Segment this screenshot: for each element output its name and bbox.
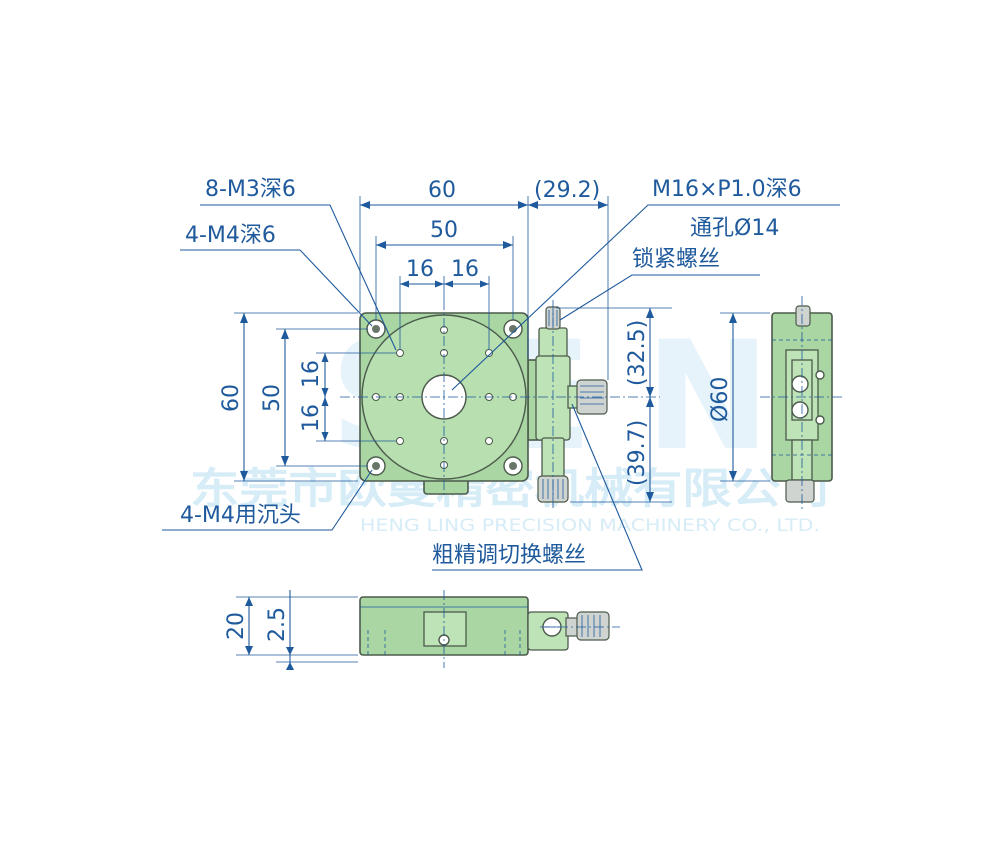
- m3-holes: [372, 326, 517, 469]
- callout-lock-screw: 锁紧螺丝: [632, 247, 720, 272]
- callout-m4: 4-M4深6: [185, 223, 276, 248]
- callout-m16: M16×P1.0深6: [652, 177, 802, 202]
- dim-height-50: 50: [260, 384, 285, 412]
- watermark-company-en: HENG LING PRECISION MACHINERY CO., LTD.: [360, 516, 820, 536]
- callouts: 8-M3深6 4-M4深6 M16×P1.0深6 通孔Ø14 锁紧螺丝 4-M4…: [162, 177, 840, 571]
- dim-right-upper: (32.5): [625, 320, 650, 386]
- dim-hole-v16a: 16: [299, 360, 324, 388]
- top-view: [340, 300, 660, 510]
- dim-width-60: 60: [428, 178, 456, 203]
- callout-counterbore: 4-M4用沉头: [180, 503, 301, 528]
- dim-diameter-60: Ø60: [708, 377, 733, 422]
- corner-holes: [366, 319, 523, 476]
- callout-through-hole: 通孔Ø14: [690, 216, 779, 241]
- left-dimensions: 60 50 16 16: [219, 312, 396, 482]
- dim-height-60: 60: [219, 384, 244, 412]
- dim-width-50: 50: [430, 218, 458, 243]
- callout-m3: 8-M3深6: [205, 177, 296, 202]
- dim-hole-16b: 16: [451, 257, 479, 282]
- dim-side-step: 2.5: [265, 607, 290, 642]
- dim-right-lower: (39.7): [625, 420, 650, 486]
- callout-fine-switch: 粗精调切换螺丝: [432, 543, 586, 568]
- side-view-bottom: 20 2.5: [224, 590, 620, 670]
- dim-knob-offset: (29.2): [534, 178, 600, 203]
- top-dimensions: 60 50 16 16 (29.2): [359, 178, 609, 380]
- dim-side-height: 20: [224, 612, 249, 640]
- dim-hole-v16b: 16: [299, 404, 324, 432]
- right-dimensions: (32.5) (39.7): [556, 307, 672, 503]
- side-view-right: Ø60: [708, 296, 845, 512]
- dim-hole-16a: 16: [406, 257, 434, 282]
